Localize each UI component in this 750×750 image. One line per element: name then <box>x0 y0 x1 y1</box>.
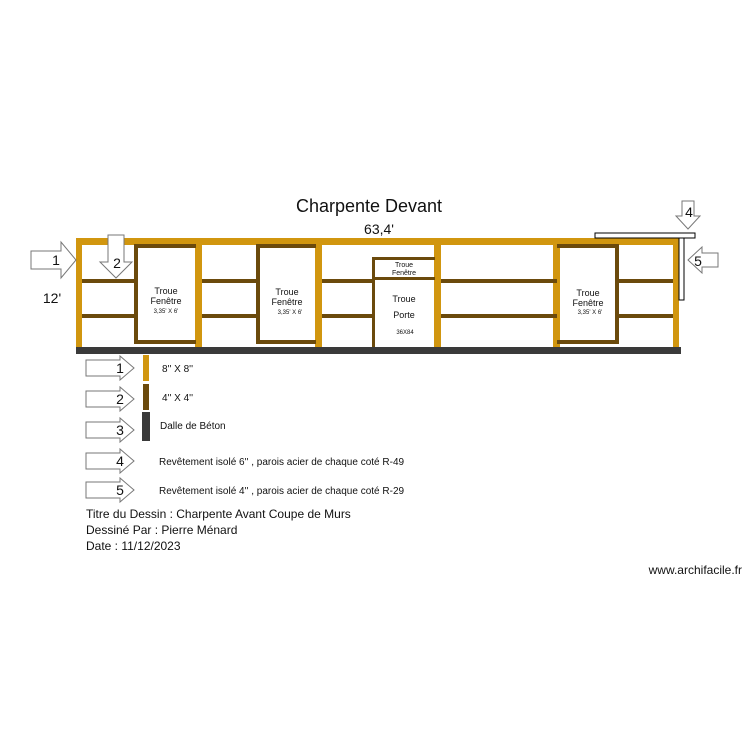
girt <box>618 279 673 283</box>
opening-label: Troue <box>395 262 413 269</box>
drawing-callout-numbers: 1 2 4 5 <box>52 204 702 271</box>
drawing-callouts <box>30 200 719 280</box>
girt <box>82 314 136 318</box>
opening-label: Troue <box>392 294 415 304</box>
post-3 <box>315 245 322 348</box>
opening-size: 36X84 <box>396 330 414 336</box>
girt <box>202 314 256 318</box>
top-plate <box>76 238 681 245</box>
callout-number: 1 <box>52 252 60 268</box>
girt <box>618 314 673 318</box>
callout-number: 2 <box>113 255 121 271</box>
opening-jamb <box>134 244 138 344</box>
left-post <box>76 238 82 348</box>
legend-arrow <box>85 476 135 504</box>
callout-arrow-down <box>98 234 134 279</box>
opening-label: Fenêtre <box>271 297 302 307</box>
legend-arrow <box>85 416 135 444</box>
girt <box>82 279 136 283</box>
opening-header <box>256 244 316 248</box>
post-2 <box>195 245 202 348</box>
opening-size: 3,35' X 6' <box>578 310 603 316</box>
girts <box>82 279 673 318</box>
opening-label: Porte <box>393 310 415 320</box>
callout-arrow-left <box>687 245 719 275</box>
date-line: Date : 11/12/2023 <box>86 539 181 553</box>
opening-label: Troue <box>275 287 298 297</box>
opening-label: Troue <box>154 286 177 296</box>
legend-number: 1 <box>116 360 124 376</box>
drawing-title-line: Titre du Dessin : Charpente Avant Coupe … <box>86 507 351 521</box>
callout-number: 4 <box>685 204 693 220</box>
opening-sill <box>372 277 435 280</box>
opening-header <box>557 244 619 248</box>
opening-jamb <box>256 244 260 344</box>
post-4 <box>434 245 441 348</box>
legend-arrows <box>85 354 135 504</box>
opening-size: 3,35' X 6' <box>278 310 303 316</box>
legend-number: 2 <box>116 391 124 407</box>
legend-arrow <box>85 354 135 382</box>
opening-label: Fenêtre <box>392 270 416 277</box>
legend-numbers: 1 2 3 4 5 <box>116 360 124 498</box>
legend-arrow <box>85 385 135 413</box>
legend-number: 5 <box>116 482 124 498</box>
opening-jamb <box>615 244 619 344</box>
legend-number: 3 <box>116 422 124 438</box>
opening-sill <box>134 340 196 344</box>
legend-arrow <box>85 447 135 475</box>
legend-text: Revêtement isolé 4'' , parois acier de c… <box>159 486 405 497</box>
girt <box>441 314 557 318</box>
opening-header <box>134 244 196 248</box>
opening-frames <box>134 244 619 348</box>
post-5 <box>553 245 560 348</box>
drawing-title: Charpente Devant <box>296 196 442 216</box>
legend-number: 4 <box>116 453 124 469</box>
girt <box>322 279 373 283</box>
site-credit: www.archifacile.fr <box>648 563 742 577</box>
author-line: Dessiné Par : Pierre Ménard <box>86 523 238 537</box>
opening-sill <box>256 340 316 344</box>
callout-arrow-right <box>30 240 77 280</box>
legend-swatch-slab <box>142 412 150 441</box>
opening-label: Troue <box>576 288 599 298</box>
legend-text: 4'' X 4'' <box>162 393 193 404</box>
legend-text: 8'' X 8'' <box>162 364 193 375</box>
legend-swatch-4x4 <box>143 384 149 410</box>
girt <box>322 314 373 318</box>
width-dimension: 63,4' <box>364 221 394 237</box>
wall-cladding <box>678 237 685 301</box>
roof-cladding <box>594 232 696 239</box>
legend-text: Revêtement isolé 6'' , parois acier de c… <box>159 457 405 468</box>
opening-jamb <box>372 257 375 348</box>
legend-texts: 8'' X 8'' 4'' X 4'' Dalle de Béton Revêt… <box>159 364 405 497</box>
callout-number: 5 <box>694 253 702 269</box>
opening-sill <box>557 340 619 344</box>
legend: 1 2 3 4 5 8'' X 8'' 4'' X 4'' Dalle de B… <box>85 354 405 504</box>
opening-size: 3,35' X 6' <box>154 309 179 315</box>
concrete-slab <box>76 347 681 354</box>
callout-arrow-down <box>674 200 702 230</box>
girt <box>202 279 256 283</box>
opening-header <box>372 257 435 260</box>
legend-swatch-8x8 <box>143 355 149 381</box>
legend-text: Dalle de Béton <box>160 421 226 432</box>
opening-label: Fenêtre <box>150 296 181 306</box>
girt <box>441 279 557 283</box>
height-dimension: 12' <box>43 290 61 306</box>
insulated-cladding-section <box>594 232 696 301</box>
opening-labels: Troue Fenêtre 3,35' X 6' Troue Fenêtre 3… <box>150 262 603 336</box>
wall-frame <box>76 238 681 354</box>
right-post <box>673 238 679 348</box>
opening-label: Fenêtre <box>572 298 603 308</box>
